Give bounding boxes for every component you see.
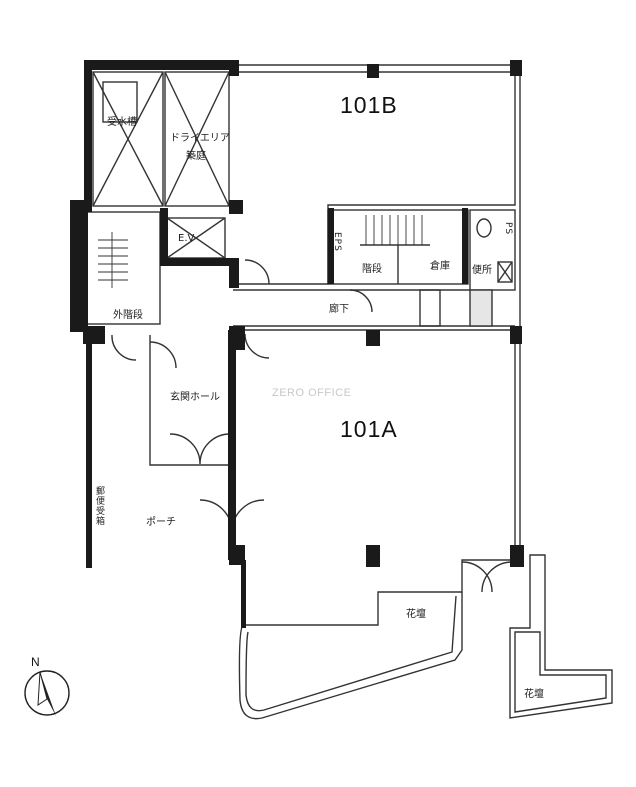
- planter-2-outline: [509, 554, 613, 719]
- planter-1-outline: [238, 592, 463, 720]
- column: [229, 200, 243, 214]
- column: [366, 545, 380, 567]
- door-swing: [149, 341, 177, 369]
- column: [83, 326, 105, 344]
- corridor-label: 廊下: [329, 304, 349, 315]
- water-tank-frame: [102, 81, 138, 123]
- dry-area-sub-label: 築庭: [186, 151, 206, 162]
- water-tank-box: [92, 71, 164, 207]
- mailbox-label: 郵便受箱: [94, 486, 104, 526]
- wall: [328, 208, 334, 284]
- wall: [84, 60, 236, 70]
- room-101a-outline: [235, 329, 516, 626]
- wall: [228, 330, 236, 560]
- room-101a-label: 101A: [340, 416, 398, 442]
- elevator-label: E.V: [178, 233, 195, 244]
- wall: [84, 60, 92, 212]
- wall: [160, 208, 168, 266]
- column: [510, 60, 522, 76]
- north-label: N: [31, 655, 40, 669]
- door-swing: [111, 334, 137, 361]
- room-101b-outline: [233, 71, 516, 285]
- wall: [229, 258, 239, 288]
- storage-label: 倉庫: [430, 261, 450, 272]
- wall: [241, 560, 246, 628]
- stairs-label: 階段: [362, 264, 382, 275]
- wall: [160, 258, 232, 266]
- column: [367, 64, 379, 78]
- toilet-label: 便所: [472, 265, 492, 276]
- double-door: [461, 561, 513, 593]
- porch-label: ポーチ: [146, 517, 176, 528]
- outer-outline: [88, 64, 521, 550]
- wall: [70, 200, 88, 332]
- watermark: ZERO OFFICE: [272, 387, 352, 399]
- planter-1-label: 花壇: [406, 609, 426, 620]
- dry-area-label: ドライエリア: [170, 133, 230, 144]
- column: [510, 326, 522, 344]
- eps-label: EPS: [332, 232, 342, 252]
- entrance-hall-wall: [149, 335, 228, 466]
- door-swing: [244, 259, 270, 285]
- water-tank-label: 受水槽: [107, 117, 137, 128]
- ps-label: PS: [503, 222, 513, 236]
- room-101b-label: 101B: [340, 92, 398, 118]
- column: [229, 60, 239, 76]
- entrance-hall-label: 玄関ホール: [170, 392, 220, 403]
- wall: [86, 340, 92, 568]
- planter-2-label: 花壇: [524, 689, 544, 700]
- dry-area-box: [164, 71, 230, 207]
- compass-icon: [24, 670, 70, 716]
- ext-stair-well: [79, 211, 161, 325]
- door-swing: [349, 289, 373, 313]
- double-door: [169, 433, 231, 465]
- column: [510, 545, 524, 567]
- wall: [462, 208, 468, 284]
- column: [366, 330, 380, 346]
- ext-stairs-label: 外階段: [113, 310, 143, 321]
- door-swing: [244, 333, 270, 359]
